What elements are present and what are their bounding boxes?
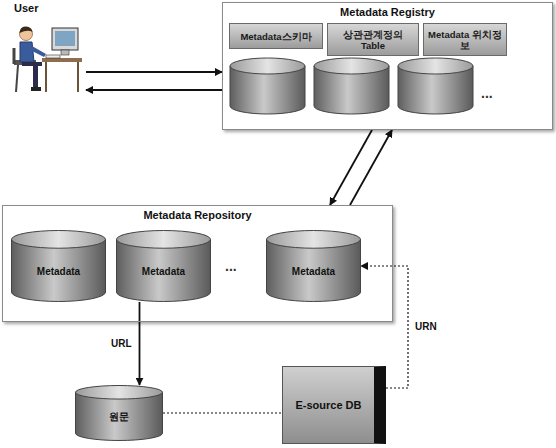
source-box: E-source DB xyxy=(282,366,386,444)
database-cylinder: Metadata xyxy=(11,230,106,302)
connector-arrow xyxy=(86,71,222,73)
edge-label: URN xyxy=(413,321,439,333)
node-label: Metadata xyxy=(292,263,335,278)
node-label: Metadata xyxy=(142,263,185,278)
connector-arrow xyxy=(139,302,141,385)
ellipsis-label: ... xyxy=(481,85,493,101)
node-label: Metadata스키마 xyxy=(240,29,311,43)
node-label: Metadata 위치정보 xyxy=(427,27,503,52)
registry-panel: Metadata RegistryMetadata스키마 상관관계정의 Table… xyxy=(222,2,553,130)
user-node: User xyxy=(2,0,86,100)
node-label: User xyxy=(2,0,86,15)
node-label: Metadata xyxy=(37,263,80,278)
repository-panel: Metadata RepositoryMetadata Metadata Metad… xyxy=(2,205,393,322)
connector-arrow xyxy=(350,130,392,205)
panel-title: Metadata Repository xyxy=(3,206,392,222)
ellipsis-label: ... xyxy=(225,258,237,274)
node-label: 상관관계정의 Table xyxy=(331,27,415,52)
node-label: E-source DB xyxy=(295,399,361,412)
registry-cylinders xyxy=(230,58,473,114)
connector-arrow xyxy=(86,89,222,91)
header-cell: 상관관계정의 Table xyxy=(327,23,419,56)
connector-arrow xyxy=(330,130,372,205)
database-cylinder: Metadata xyxy=(116,230,211,302)
header-cell: Metadata스키마 xyxy=(229,23,323,49)
database-cylinder: Metadata xyxy=(266,230,361,302)
panel-title: Metadata Registry xyxy=(223,3,552,19)
database-cylinder: 원문 xyxy=(75,385,163,441)
connector-arrow xyxy=(163,412,282,413)
node-label: 원문 xyxy=(109,411,129,423)
user-figure xyxy=(14,26,82,92)
header-cell: Metadata 위치정보 xyxy=(423,23,507,56)
edge-label: URL xyxy=(109,338,134,350)
